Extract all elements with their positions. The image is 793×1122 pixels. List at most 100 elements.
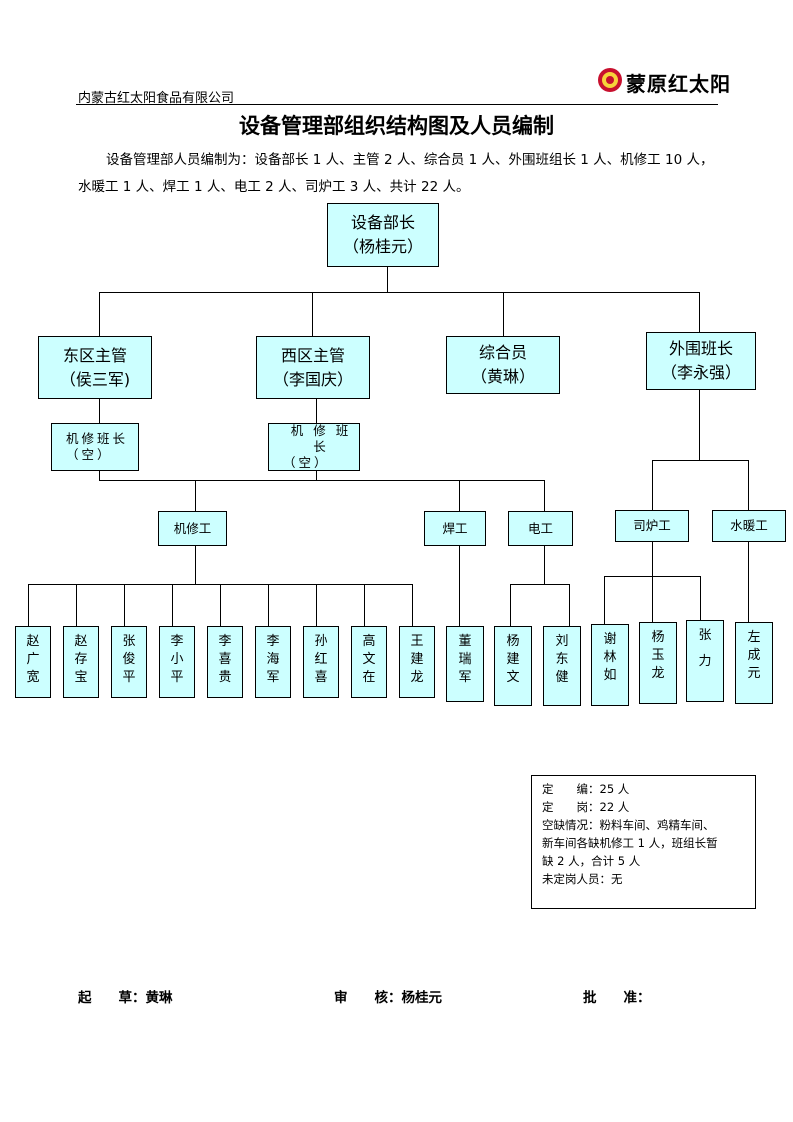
staff-box: 李喜贵 xyxy=(207,626,243,698)
note-line: 定 编：25 人 xyxy=(542,782,630,796)
connector-line xyxy=(99,292,100,336)
name-char: 谢 xyxy=(603,632,617,647)
name-char: 孙 xyxy=(314,634,328,649)
name-char: 林 xyxy=(603,650,617,665)
name-char: 建 xyxy=(506,652,520,667)
connector-line xyxy=(387,267,388,292)
org-box-title: 机修班长 xyxy=(66,431,129,446)
staff-box: 刘东健 xyxy=(543,626,581,706)
name-char: 喜 xyxy=(314,670,328,685)
name-char: 龙 xyxy=(410,670,424,685)
staff-box: 杨玉龙 xyxy=(639,622,677,704)
name-char: 在 xyxy=(362,670,376,685)
connector-line xyxy=(699,390,700,460)
connector-line xyxy=(699,292,700,332)
name-char: 力 xyxy=(698,654,712,669)
staff-box: 高文在 xyxy=(351,626,387,698)
connector-line xyxy=(99,292,699,293)
org-box-title: 机 修 班 长 xyxy=(290,423,352,454)
connector-line xyxy=(195,480,196,511)
staff-box: 谢林如 xyxy=(591,624,629,706)
name-gap xyxy=(699,645,712,653)
staff-box: 董瑞军 xyxy=(446,626,484,702)
org-box-west-repair-lead: 机 修 班 长 （空） xyxy=(268,423,360,471)
drafted-label: 起 草： xyxy=(78,990,146,1006)
name-char: 广 xyxy=(26,652,40,667)
intro-paragraph: 设备管理部人员编制为：设备部长 1 人、主管 2 人、综合员 1 人、外围班组长… xyxy=(78,152,714,195)
connector-line xyxy=(316,399,317,423)
connector-line xyxy=(748,460,749,510)
note-line: 新车间各缺机修工 1 人，班组长暂 xyxy=(542,836,718,850)
staff-box: 张俊平 xyxy=(111,626,147,698)
org-box-person: （李永强） xyxy=(660,363,741,382)
name-char: 存 xyxy=(74,652,88,667)
org-box-clerk: 综合员 （黄琳） xyxy=(446,336,560,394)
org-box-person: （黄琳） xyxy=(470,367,535,386)
staff-box: 李小平 xyxy=(159,626,195,698)
org-box-title: 东区主管 xyxy=(62,345,127,365)
org-box-person: （侯三军) xyxy=(59,369,131,389)
name-char: 瑞 xyxy=(458,652,472,667)
name-char: 玉 xyxy=(651,648,665,663)
name-char: 元 xyxy=(747,666,761,681)
connector-line xyxy=(99,471,100,480)
name-char: 董 xyxy=(458,634,472,649)
name-char: 张 xyxy=(698,628,712,643)
company-name: 内蒙古红太阳食品有限公司 xyxy=(78,91,235,106)
org-box-welder: 焊工 xyxy=(424,511,486,546)
staff-box: 赵存宝 xyxy=(63,626,99,698)
connector-line xyxy=(544,480,545,511)
name-char: 王 xyxy=(410,634,424,649)
connector-line xyxy=(220,584,221,626)
org-box-title: 外围班长 xyxy=(668,339,733,358)
staff-box: 左成元 xyxy=(735,622,773,704)
connector-line xyxy=(172,584,173,626)
note-line: 缺 2 人，合计 5 人 xyxy=(542,854,641,868)
reviewed-name: 杨桂元 xyxy=(401,990,443,1006)
note-line: 定 岗：22 人 xyxy=(542,800,630,814)
name-char: 张 xyxy=(122,634,136,649)
name-char: 如 xyxy=(603,668,617,683)
connector-line xyxy=(510,584,511,626)
org-box-person: （空） xyxy=(66,447,113,462)
org-box-title: 设备部长 xyxy=(350,213,415,232)
staff-box: 王建龙 xyxy=(399,626,435,698)
connector-line xyxy=(99,399,100,423)
name-char: 建 xyxy=(410,652,424,667)
name-char: 杨 xyxy=(651,630,665,645)
connector-line xyxy=(28,584,29,626)
name-char: 军 xyxy=(458,670,472,685)
org-box-electrician: 电工 xyxy=(508,511,573,546)
staff-box: 李海军 xyxy=(255,626,291,698)
name-char: 文 xyxy=(362,652,376,667)
name-char: 俊 xyxy=(122,652,136,667)
page-title: 设备管理部组织结构图及人员编制 xyxy=(239,114,554,138)
connector-line xyxy=(544,546,545,584)
name-char: 小 xyxy=(170,652,184,667)
connector-line xyxy=(748,542,749,622)
staffing-note: 定 编：25 人 定 岗：22 人 空缺情况：粉料车间、鸡精车间、 新车间各缺机… xyxy=(531,775,756,909)
org-box-person: （李国庆） xyxy=(272,369,353,389)
name-char: 宽 xyxy=(26,670,40,685)
org-box-mechanic: 机修工 xyxy=(158,511,227,546)
org-box-boiler-operator: 司炉工 xyxy=(615,510,689,542)
connector-line xyxy=(412,584,413,626)
reviewed-by: 审 核：杨桂元 xyxy=(334,986,442,1006)
connector-line xyxy=(99,480,544,481)
connector-line xyxy=(503,292,504,336)
connector-line xyxy=(700,576,701,620)
connector-line xyxy=(195,546,196,584)
staff-box: 孙红喜 xyxy=(303,626,339,698)
sun-emblem-icon xyxy=(598,68,622,92)
drafted-by: 起 草：黄琳 xyxy=(78,986,173,1006)
connector-line xyxy=(268,584,269,626)
name-char: 李 xyxy=(266,634,280,649)
drafted-name: 黄琳 xyxy=(145,990,173,1006)
name-char: 李 xyxy=(218,634,232,649)
connector-line xyxy=(312,292,313,336)
name-char: 左 xyxy=(747,630,761,645)
approved-label: 批 准： xyxy=(583,990,651,1006)
connector-line xyxy=(652,542,653,576)
name-char: 刘 xyxy=(555,634,569,649)
name-char: 赵 xyxy=(26,634,40,649)
